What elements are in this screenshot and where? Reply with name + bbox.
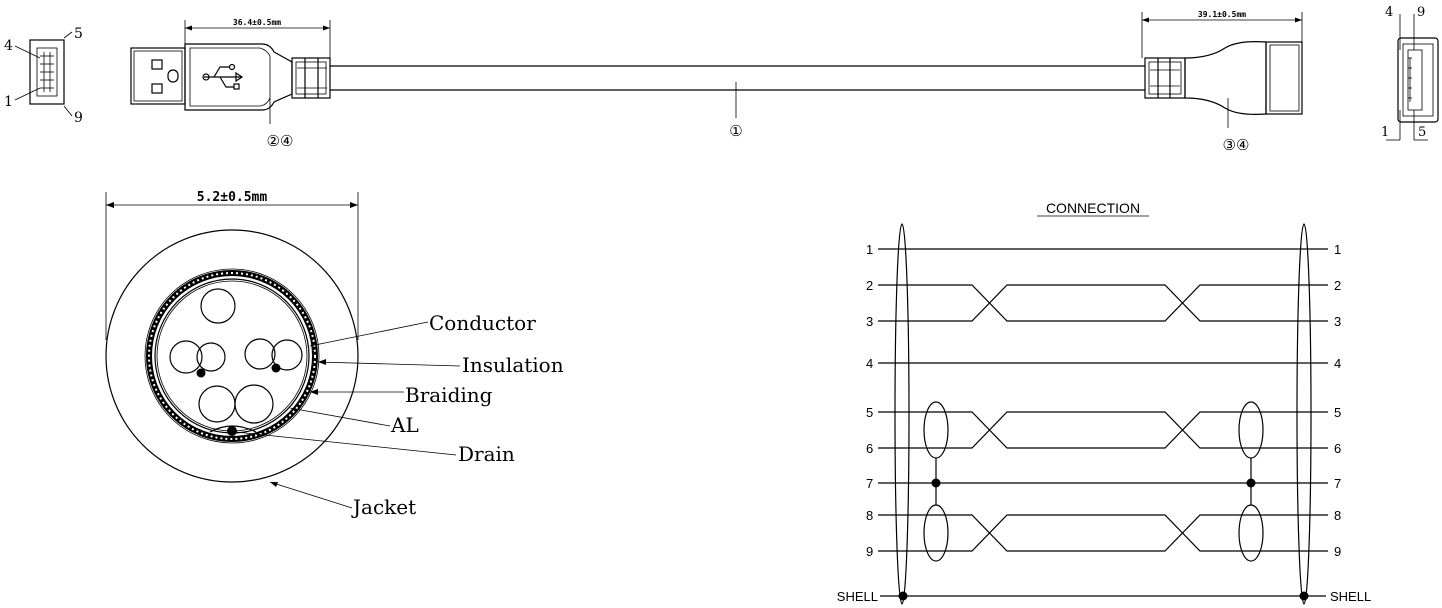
conn-left-pin-3: 3 xyxy=(866,314,873,329)
right-end-view: 4 9 1 5 xyxy=(1381,5,1439,141)
usb-trident-icon xyxy=(202,63,244,90)
left-pin-4: 4 xyxy=(4,38,13,54)
connection-title: CONNECTION xyxy=(1046,200,1140,216)
conn-left-pin-7: 7 xyxy=(866,476,873,491)
conn-left-pin-5: 5 xyxy=(866,405,873,420)
left-pin-9: 9 xyxy=(74,110,83,126)
conn-right-pin-3: 3 xyxy=(1334,314,1341,329)
cable-callout: ① xyxy=(729,122,742,140)
conn-left-pin-9: 9 xyxy=(866,544,873,559)
conn-right-shell: SHELL xyxy=(1330,589,1371,604)
diameter-dimension: 5.2±0.5mm xyxy=(197,190,268,205)
cable-cross-section: 5.2±0.5mm Conductor Insulati xyxy=(105,190,564,519)
usb-receptacle: 39.1±0.5mm ③④ xyxy=(1141,10,1303,154)
receptacle-length-dimension: 39.1±0.5mm xyxy=(1198,10,1246,19)
conn-right-pin-2: 2 xyxy=(1334,278,1341,293)
cable: ① xyxy=(330,65,1145,140)
conn-right-pin-5: 5 xyxy=(1334,405,1341,420)
label-al: AL xyxy=(390,413,419,437)
left-end-view: 4 5 1 9 xyxy=(4,26,83,126)
connection-diagram: CONNECTION 1 2 3 xyxy=(837,200,1371,605)
plug-length-dimension: 36.4±0.5mm xyxy=(233,18,281,27)
conn-right-pin-1: 1 xyxy=(1334,242,1341,257)
plug-callout: ②④ xyxy=(267,132,294,150)
conn-left-shell: SHELL xyxy=(837,589,878,604)
right-pin-9: 9 xyxy=(1417,5,1425,20)
right-pin-4: 4 xyxy=(1385,5,1393,20)
conn-right-pin-6: 6 xyxy=(1334,441,1341,456)
label-braiding: Braiding xyxy=(405,383,493,407)
conn-left-pin-6: 6 xyxy=(866,441,873,456)
right-pin-5: 5 xyxy=(1418,125,1426,140)
left-pin-5: 5 xyxy=(74,26,83,42)
label-jacket: Jacket xyxy=(351,495,416,519)
conn-left-pin-8: 8 xyxy=(866,508,873,523)
conn-left-pin-4: 4 xyxy=(866,356,873,371)
receptacle-callout: ③④ xyxy=(1223,136,1250,154)
conn-right-pin-8: 8 xyxy=(1334,508,1341,523)
label-conductor: Conductor xyxy=(429,311,536,335)
conn-right-pin-7: 7 xyxy=(1334,476,1341,491)
usb-plug: 36.4±0.5mm ②④ xyxy=(130,18,331,150)
conn-right-pin-9: 9 xyxy=(1334,544,1341,559)
left-pin-1: 1 xyxy=(4,94,13,110)
label-drain: Drain xyxy=(458,442,515,466)
conn-left-pin-2: 2 xyxy=(866,278,873,293)
conn-left-pin-1: 1 xyxy=(866,242,873,257)
label-insulation: Insulation xyxy=(462,353,564,377)
right-pin-1: 1 xyxy=(1381,125,1389,140)
conn-right-pin-4: 4 xyxy=(1334,356,1341,371)
